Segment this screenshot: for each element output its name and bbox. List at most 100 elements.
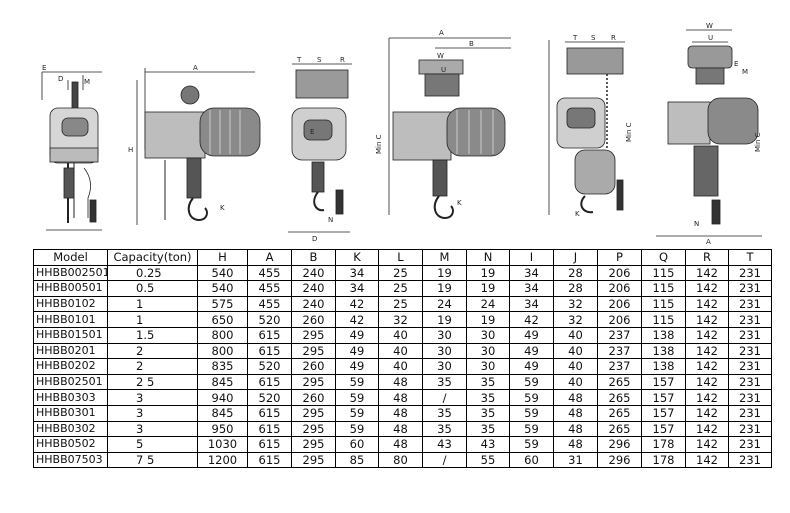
model-cell: HHBB07503 xyxy=(33,451,108,469)
model-cell: HHBB0303 xyxy=(33,389,108,406)
drawing-side-view-geared: W U E M Min C N A xyxy=(656,22,762,245)
label-e: E xyxy=(42,64,46,72)
dimension-cell: 40 xyxy=(378,326,423,344)
model-cell: HHBB00501 xyxy=(33,280,108,297)
label-m: M xyxy=(84,78,90,86)
dimension-cell: 34 xyxy=(335,264,379,282)
dimension-cell: 48 xyxy=(553,389,598,406)
capacity-cell: 1 xyxy=(107,295,198,313)
capacity-cell: 3 xyxy=(107,420,198,438)
dimension-cell: 19 xyxy=(466,311,510,328)
dimension-cell: 19 xyxy=(422,264,467,282)
dimension-cell: 142 xyxy=(685,404,729,422)
model-cell: HHBB02501 xyxy=(33,373,108,391)
label-min-c-side-geared: Min C xyxy=(754,132,762,152)
dimension-cell: 32 xyxy=(553,311,598,328)
dimension-cell: 231 xyxy=(728,311,772,328)
capacity-cell: 3 xyxy=(107,404,198,422)
label-e-front: E xyxy=(310,128,314,136)
dimension-cell: 295 xyxy=(291,342,336,360)
dimension-cell: 42 xyxy=(509,311,554,328)
dimension-cell: 296 xyxy=(597,436,642,453)
dimension-cell: 295 xyxy=(291,326,336,344)
dimension-cell: 40 xyxy=(553,358,598,375)
label-n: N xyxy=(328,216,333,224)
dimension-cell: 59 xyxy=(509,420,554,438)
capacity-cell: 2 xyxy=(107,342,198,360)
dimension-cell: 19 xyxy=(466,264,510,282)
dimension-cell: 615 xyxy=(247,436,292,453)
dimension-cell: 30 xyxy=(422,358,467,375)
dimension-cell: 25 xyxy=(378,264,423,282)
label-a: A xyxy=(193,64,198,72)
dimension-cell: 30 xyxy=(422,326,467,344)
label-b: B xyxy=(469,40,474,48)
drawing-side-view-2: A H K xyxy=(128,64,261,225)
capacity-cell: 3 xyxy=(107,389,198,406)
dimension-cell: 237 xyxy=(597,358,642,375)
dimension-cell: 35 xyxy=(466,404,510,422)
label-m-geared: M xyxy=(742,68,748,76)
dimension-cell: 49 xyxy=(509,326,554,344)
specification-table: Model Capacity(ton) H A B K L M N I J P … xyxy=(33,249,772,469)
drawing-side-view-trolley: A B W U Min C K xyxy=(375,29,511,220)
dimension-cell: 845 xyxy=(197,373,248,391)
dimension-cell: 142 xyxy=(685,436,729,453)
dimension-cell: 85 xyxy=(335,451,379,469)
label-e-geared: E xyxy=(734,60,738,68)
column-header: Capacity(ton) xyxy=(107,249,198,266)
dimension-cell: 540 xyxy=(197,280,248,297)
dimension-cell: 142 xyxy=(685,264,729,282)
dimension-cell: 115 xyxy=(641,280,686,297)
dimension-cell: 237 xyxy=(597,342,642,360)
dimension-cell: 40 xyxy=(553,342,598,360)
drawing-front-view-geared: T S R Min C K xyxy=(548,34,633,218)
dimension-cell: 157 xyxy=(641,404,686,422)
column-header: P xyxy=(597,249,642,266)
dimension-cell: 178 xyxy=(641,451,686,469)
dimension-cell: 142 xyxy=(685,451,729,469)
dimension-cell: 231 xyxy=(728,280,772,297)
dimension-cell: 49 xyxy=(335,326,379,344)
dimension-cell: 455 xyxy=(247,280,292,297)
dimension-cell: 520 xyxy=(247,358,292,375)
dimension-cell: 59 xyxy=(509,373,554,391)
label-min-c: Min C xyxy=(375,134,383,154)
dimension-cell: 48 xyxy=(553,404,598,422)
dimension-cell: 40 xyxy=(378,342,423,360)
dimension-cell: 231 xyxy=(728,451,772,469)
dimension-cell: 48 xyxy=(378,404,423,422)
dimension-cell: 265 xyxy=(597,389,642,406)
dimension-cell: 49 xyxy=(509,358,554,375)
dimension-cell: 157 xyxy=(641,389,686,406)
column-header: R xyxy=(685,249,729,266)
label-d-front: D xyxy=(312,235,317,243)
dimension-cell: 59 xyxy=(509,436,554,453)
dimension-cell: 25 xyxy=(378,295,423,313)
model-cell: HHBB0102 xyxy=(33,295,108,313)
dimension-cell: 48 xyxy=(378,420,423,438)
dimension-cell: 48 xyxy=(378,436,423,453)
dimension-cell: 231 xyxy=(728,326,772,344)
dimension-cell: 540 xyxy=(197,264,248,282)
dimension-cell: 206 xyxy=(597,311,642,328)
label-t-geared: T xyxy=(572,34,578,42)
dimension-cell: 30 xyxy=(466,358,510,375)
column-header: Q xyxy=(641,249,686,266)
dimension-cell: 206 xyxy=(597,264,642,282)
label-n-geared: N xyxy=(694,220,699,228)
dimension-cell: 240 xyxy=(291,280,336,297)
dimension-cell: 260 xyxy=(291,311,336,328)
dimension-cell: 49 xyxy=(335,342,379,360)
dimension-cell: / xyxy=(422,389,467,406)
dimension-cell: 237 xyxy=(597,326,642,344)
dimension-cell: 231 xyxy=(728,373,772,391)
dimension-cell: 34 xyxy=(509,295,554,313)
label-a-trolley: A xyxy=(439,29,444,37)
